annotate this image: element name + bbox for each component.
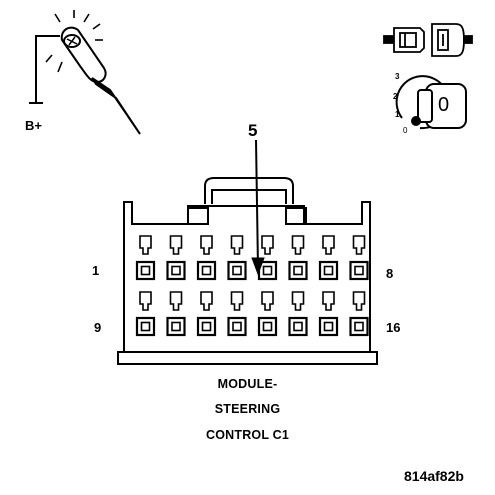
ignition-position-0: 0 bbox=[403, 126, 408, 135]
pin-cavity-5 bbox=[257, 235, 278, 281]
pin-cavity-16 bbox=[349, 291, 369, 337]
caption-line-1: MODULE- bbox=[217, 377, 278, 391]
pin-cavity-11 bbox=[196, 291, 217, 337]
callout-arrow bbox=[251, 139, 265, 276]
connector-pins bbox=[135, 235, 369, 337]
pin-cavity-9 bbox=[135, 291, 156, 337]
caption-line-2: STEERING bbox=[214, 402, 281, 416]
pin-label-row2-left: 9 bbox=[94, 320, 102, 335]
pin-cavity-2 bbox=[166, 235, 186, 281]
pin-label-row2-right: 16 bbox=[386, 320, 401, 335]
test-light-probe-icon bbox=[29, 10, 141, 135]
caption-line-3: CONTROL C1 bbox=[205, 428, 290, 442]
connector-disconnected-icon bbox=[383, 23, 473, 57]
pin-label-row1-left: 1 bbox=[92, 263, 100, 278]
pin-cavity-4 bbox=[227, 235, 247, 281]
ignition-position-3: 3 bbox=[395, 72, 400, 81]
pin-cavity-12 bbox=[227, 291, 247, 337]
ignition-key-label: 0 bbox=[438, 94, 450, 116]
pin-cavity-14 bbox=[288, 291, 308, 337]
pin-cavity-13 bbox=[257, 291, 278, 337]
ignition-position-2: 2 bbox=[393, 92, 398, 101]
callout-pin-number: 5 bbox=[248, 121, 258, 140]
ignition-key-off-icon bbox=[395, 75, 467, 130]
pin-cavity-15 bbox=[318, 291, 339, 337]
ignition-position-1: 1 bbox=[395, 110, 400, 119]
pin-cavity-1 bbox=[135, 235, 156, 281]
pin-cavity-8 bbox=[349, 235, 369, 281]
pin-cavity-6 bbox=[288, 235, 308, 281]
pin-label-row1-right: 8 bbox=[386, 266, 394, 281]
pin-cavity-3 bbox=[196, 235, 217, 281]
pin-cavity-7 bbox=[318, 235, 339, 281]
connector-c1-face bbox=[117, 177, 378, 365]
figure-id: 814af82b bbox=[404, 468, 464, 484]
probe-label: B+ bbox=[25, 118, 42, 133]
pin-cavity-10 bbox=[166, 291, 186, 337]
